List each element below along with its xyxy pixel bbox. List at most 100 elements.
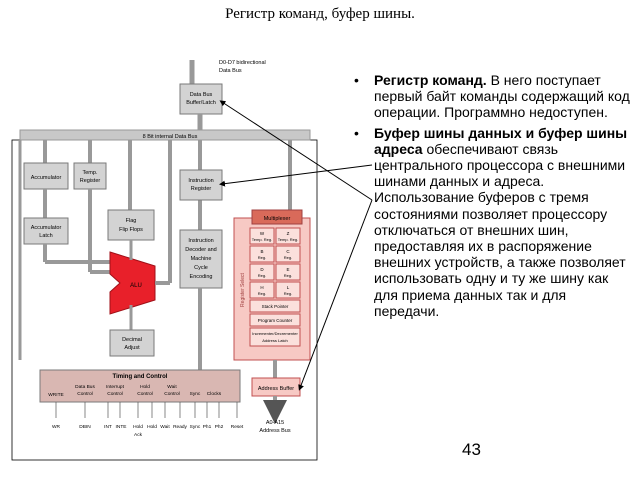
svg-text:Control: Control xyxy=(107,391,122,397)
svg-text:Ready: Ready xyxy=(173,424,187,430)
timing-groups: WRITE Data Bus Control Interrupt Control… xyxy=(48,384,222,398)
svg-text:Reg.: Reg. xyxy=(258,291,266,296)
svg-text:Ph2: Ph2 xyxy=(215,424,224,430)
svg-text:INT: INT xyxy=(104,424,112,430)
svg-text:Control: Control xyxy=(164,391,179,397)
register-cells: W Temp. Reg. Z Temp. Reg. B Reg. C Reg. … xyxy=(249,227,301,299)
decimal-adjust-label-2: Adjust xyxy=(124,345,140,351)
instruction-decoder-box xyxy=(179,229,223,289)
pin-labels: WR DBIN INT INTE Hold Ack Hold Wait Read… xyxy=(52,424,244,438)
svg-text:Control: Control xyxy=(77,391,92,397)
pointer-address-buffer xyxy=(298,199,373,391)
address-buffer-label: Address Buffer xyxy=(258,386,294,392)
instruction-register-label-2: Register xyxy=(191,186,212,192)
svg-text:WR: WR xyxy=(52,424,61,430)
decimal-adjust-box xyxy=(109,329,155,357)
svg-text:Temp. Reg.: Temp. Reg. xyxy=(252,237,272,242)
svg-text:WRITE: WRITE xyxy=(48,392,63,398)
svg-text:Wait: Wait xyxy=(160,424,170,430)
svg-text:Hold: Hold xyxy=(133,424,143,430)
svg-text:Control: Control xyxy=(137,391,152,397)
svg-text:Z: Z xyxy=(287,231,290,236)
flag-label-1: Flag xyxy=(126,218,137,224)
svg-text:Wait: Wait xyxy=(167,384,177,390)
stack-pointer-box xyxy=(249,299,301,313)
internal-bus-label: 8 Bit internal Data Bus xyxy=(143,134,198,140)
accumulator-label: Accumulator xyxy=(31,175,62,181)
svg-text:L: L xyxy=(287,285,290,290)
bullet-dot: • xyxy=(354,124,359,141)
temp-register-label-2: Register xyxy=(80,178,101,184)
accumulator-latch-box xyxy=(23,217,69,245)
decoder-label-5: Encoding xyxy=(190,274,213,280)
decoder-label-2: Decoder and xyxy=(185,247,217,253)
bullet-1-bold: Регистр команд. xyxy=(374,72,487,88)
address-bus-label-2: Address Bus xyxy=(259,428,290,434)
stack-pointer-label: Stack Pointer xyxy=(262,304,289,309)
data-bus-buffer-label-1: Data Bus xyxy=(190,92,213,98)
svg-text:Hold: Hold xyxy=(140,384,150,390)
svg-text:INTE: INTE xyxy=(116,424,127,430)
decoder-label-3: Machine xyxy=(191,256,212,262)
svg-text:Reg.: Reg. xyxy=(284,291,292,296)
bullet-1-text: В него поступает первый байт команды сод… xyxy=(374,72,630,121)
svg-text:W: W xyxy=(260,231,265,236)
program-counter-label: Program Counter xyxy=(258,318,293,323)
svg-text:Reg.: Reg. xyxy=(284,255,292,260)
svg-text:E: E xyxy=(286,267,289,272)
svg-text:Temp. Reg.: Temp. Reg. xyxy=(278,237,298,242)
svg-text:Reg.: Reg. xyxy=(284,273,292,278)
temp-register-label-1: Temp. xyxy=(83,170,98,176)
decoder-label-1: Instruction xyxy=(188,238,213,244)
program-counter-box xyxy=(249,313,301,327)
accumulator-box xyxy=(23,162,69,190)
svg-text:C: C xyxy=(286,249,290,254)
svg-text:Clocks: Clocks xyxy=(207,391,222,397)
svg-text:Reg.: Reg. xyxy=(258,255,266,260)
data-bus-label-1: D0-D7 bidirectional xyxy=(219,60,266,66)
svg-text:Reg.: Reg. xyxy=(258,273,266,278)
register-select-label: Register Select xyxy=(240,272,246,307)
address-bus-label-1: A0-A15 xyxy=(266,420,284,426)
flag-flipflops-box xyxy=(107,209,155,241)
svg-text:Hold: Hold xyxy=(147,424,157,430)
incdec-latch-box xyxy=(249,327,301,347)
svg-text:H: H xyxy=(260,285,263,290)
svg-text:Reset: Reset xyxy=(231,424,244,430)
bullet-bus-buffers: • Буфер шины данных и буфер шины адреса о… xyxy=(352,125,634,319)
flag-label-2: Flip Flops xyxy=(119,227,143,233)
temp-register-box xyxy=(73,162,107,190)
instruction-register-box xyxy=(179,169,223,201)
data-bus-label-2: Data Bus xyxy=(219,68,242,74)
accumulator-latch-label-1: Accumulator xyxy=(31,225,62,231)
svg-text:Ph1: Ph1 xyxy=(203,424,212,430)
page-number: 43 xyxy=(462,440,481,459)
bullet-dot: • xyxy=(354,72,359,88)
multiplexer-box xyxy=(251,209,303,225)
alu-label: ALU xyxy=(130,283,142,289)
timing-control-box xyxy=(39,369,241,403)
svg-text:Sync: Sync xyxy=(190,391,201,397)
accumulator-latch-label-2: Latch xyxy=(39,233,52,239)
bullet-2-text: обеспечивают связь центрального процессо… xyxy=(374,140,626,319)
bullet-instruction-register: • Регистр команд. В него поступает первый… xyxy=(352,72,634,121)
alu-shape xyxy=(109,251,156,315)
svg-text:Data Bus: Data Bus xyxy=(75,384,95,390)
timing-title: Timing and Control xyxy=(113,374,168,380)
bullet-list: • Регистр команд. В него поступает первый… xyxy=(352,72,634,323)
svg-text:Sync: Sync xyxy=(190,424,201,430)
slide-title: Регистр команд, буфер шины. xyxy=(225,6,415,22)
svg-text:B: B xyxy=(260,249,263,254)
svg-text:DBIN: DBIN xyxy=(79,424,91,430)
incdec-label-1: Incrementer/Decrementer xyxy=(252,331,298,336)
decimal-adjust-label-1: Decimal xyxy=(122,337,142,343)
data-bus-buffer-label-2: Buffer/Latch xyxy=(186,100,216,106)
pointer-instruction-register xyxy=(219,164,373,187)
internal-bus-bar xyxy=(19,129,311,141)
instruction-register-label-1: Instruction xyxy=(188,178,213,184)
bullet-2-bold: Буфер шины данных и буфер шины адреса xyxy=(374,124,628,157)
multiplexer-label: Multiplexer xyxy=(264,216,291,222)
svg-text:D: D xyxy=(260,267,264,272)
pointer-data-bus-buffer xyxy=(219,100,373,201)
